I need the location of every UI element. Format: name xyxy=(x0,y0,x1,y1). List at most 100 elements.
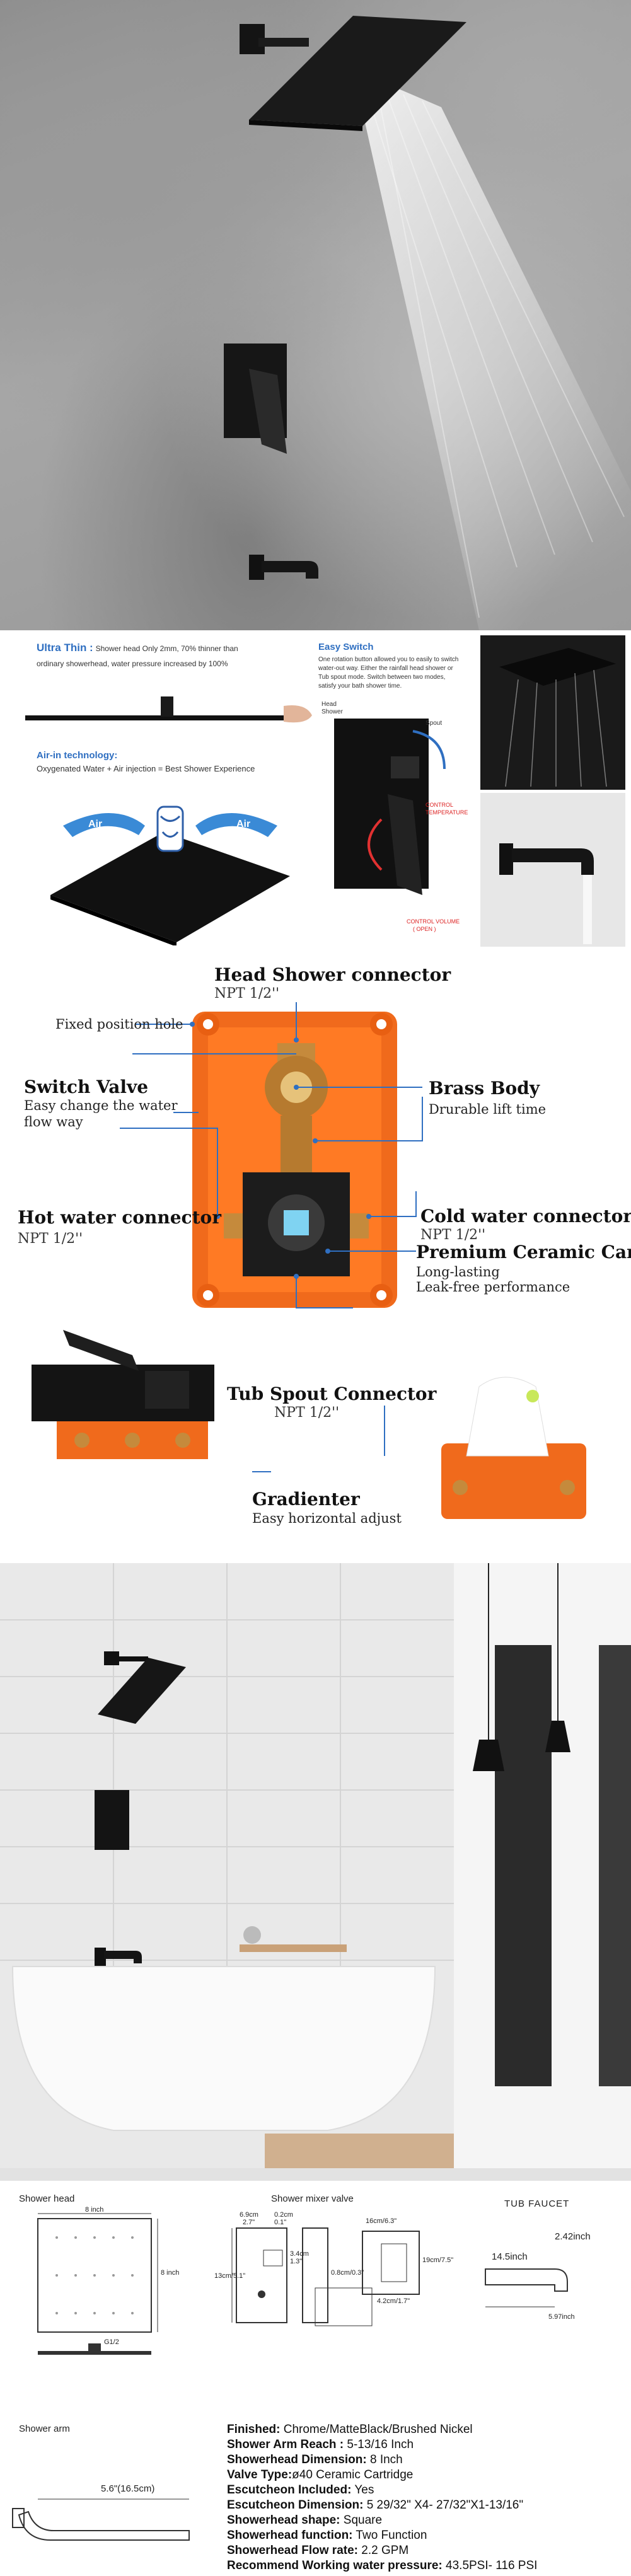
spec-row: Showerhead function: Two Function xyxy=(227,2528,427,2543)
spout-photo xyxy=(480,793,625,947)
spec-value: 5 29/32" X4- 27/32"X1-13/16" xyxy=(363,2498,524,2512)
shower-label: Shower xyxy=(321,708,344,715)
mv-13b: 1.3" xyxy=(290,2258,303,2265)
spec-row: Showerhead Flow rate: 2.2 GPM xyxy=(227,2543,408,2558)
ultra-thin-block: Ultra Thin : Shower head Only 2mm, 70% t… xyxy=(37,642,327,655)
tf-597: 5.97inch xyxy=(548,2313,575,2321)
mv-13: 13cm/5.1" xyxy=(214,2272,246,2280)
shower-arm-dim-title: Shower arm xyxy=(19,2423,70,2434)
control-volume-label-2: ( OPEN ) xyxy=(413,926,436,932)
shower-head-height: 8 inch xyxy=(161,2269,180,2277)
fixed-hole-label: Fixed position hole xyxy=(55,1017,183,1032)
spec-key: Finished: xyxy=(227,2423,281,2436)
tub-faucet-outline xyxy=(485,2268,568,2292)
valve-body-illustration xyxy=(32,1002,586,1519)
tf-242: 2.42inch xyxy=(555,2231,591,2242)
square-shower-head xyxy=(50,832,290,942)
switch-handle xyxy=(388,794,422,895)
leader-lines xyxy=(120,1002,423,1472)
shower-head-outline xyxy=(37,2218,152,2333)
bathtub xyxy=(11,1966,436,2131)
protective-cap xyxy=(466,1377,549,1457)
air-in-title: Air-in technology: xyxy=(37,750,118,761)
gradienter-desc: Easy horizontal adjust xyxy=(252,1511,402,1526)
mv-69: 6.9cm xyxy=(240,2211,258,2219)
mv-42: 4.2cm/1.7" xyxy=(377,2297,410,2305)
mv-02: 0.2cm xyxy=(274,2211,293,2219)
easy-switch-title: Easy Switch xyxy=(318,642,374,652)
switch-arrow-blue xyxy=(412,730,446,770)
air-arrow-left xyxy=(63,813,145,837)
mv-16: 16cm/6.3" xyxy=(366,2217,397,2225)
air-label-left: Air xyxy=(88,819,102,829)
switch-valve-desc-1: Easy change the water xyxy=(24,1098,178,1113)
hot-connector-label: Hot water connector xyxy=(18,1207,221,1228)
mv-08: 0.8cm/0.3" xyxy=(331,2269,364,2277)
spec-value: Two Function xyxy=(352,2529,427,2542)
spec-row: Showerhead Dimension: 8 Inch xyxy=(227,2452,403,2468)
tub-spout xyxy=(262,561,318,579)
wood-mat xyxy=(265,2134,454,2171)
tub-faucet-dim-title: TUB FAUCET xyxy=(504,2198,570,2209)
ceramic-desc-1: Long-lasting xyxy=(416,1264,500,1279)
bath-tray xyxy=(240,1944,347,1952)
spec-row: Finished: Chrome/MatteBlack/Brushed Nick… xyxy=(227,2422,473,2437)
arm-length: 5.6"(16.5cm) xyxy=(101,2483,155,2494)
spec-key: Escutcheon Included: xyxy=(227,2483,352,2497)
head-label: Head xyxy=(321,701,337,708)
bathroom-illustration xyxy=(0,1563,631,2181)
connector-diagram-section: Head Shower connector NPT 1/2'' Fixed po… xyxy=(0,952,631,1563)
spec-row: Escutcheon Dimension: 5 29/32" X4- 27/32… xyxy=(227,2498,523,2513)
hero-illustration xyxy=(224,16,631,630)
rain-shower-head xyxy=(499,648,616,686)
shower-head xyxy=(249,16,466,126)
spec-key: Showerhead Flow rate: xyxy=(227,2544,358,2557)
spec-value: 8 Inch xyxy=(366,2453,403,2466)
control-temperature-label-2: TEMPERATURE xyxy=(425,809,468,816)
shower-arm xyxy=(258,38,309,47)
easy-switch-line-1: One rotation button allowed you to easil… xyxy=(318,656,459,663)
spec-row: Escutcheon Included: Yes xyxy=(227,2483,374,2498)
bathroom-scene xyxy=(0,1563,631,2181)
hand-icon xyxy=(284,705,312,723)
mv-19: 19cm/7.5" xyxy=(422,2256,454,2264)
spout-label: Spout xyxy=(425,720,442,727)
spec-key: Escutcheon Dimension: xyxy=(227,2498,364,2512)
gradienter-box xyxy=(441,1443,586,1519)
spec-key: Showerhead Dimension: xyxy=(227,2453,367,2466)
gradienter-label: Gradienter xyxy=(252,1489,360,1510)
spec-value: Chrome/MatteBlack/Brushed Nickel xyxy=(280,2423,473,2436)
spec-key: Shower Arm Reach : xyxy=(227,2438,344,2451)
air-in-illustration: Air Air xyxy=(50,806,290,945)
spec-row: Showerhead shape: Square xyxy=(227,2513,382,2528)
easy-switch-text: One rotation button allowed you to easil… xyxy=(318,656,458,691)
water-spray xyxy=(353,69,631,630)
porcelain-nozzle xyxy=(156,806,184,852)
temperature-arrow-red xyxy=(368,818,383,871)
control-temperature-label-1: CONTROL xyxy=(425,802,453,808)
switch-valve-label: Switch Valve xyxy=(24,1077,149,1097)
ultra-thin-title: Ultra Thin : xyxy=(37,642,93,654)
spec-value: Square xyxy=(340,2514,383,2527)
hero-product-photo xyxy=(0,0,631,630)
spec-row: Valve Type:ø40 Ceramic Cartridge xyxy=(227,2468,413,2483)
spec-value: 43.5PSI- 116 PSI xyxy=(442,2559,538,2572)
mv-27: 2.7" xyxy=(243,2219,255,2226)
valve-handle xyxy=(249,369,287,454)
shower-head-dim-title: Shower head xyxy=(19,2193,75,2204)
air-in-text: Oxygenated Water + Air injection = Best … xyxy=(37,764,255,773)
valve-plate-outline xyxy=(236,2227,287,2323)
mv-01: 0.1" xyxy=(274,2219,287,2226)
ceramic-cartridge-label: Premium Ceramic Cartridge xyxy=(416,1242,631,1262)
spec-row: Shower Arm Reach : 5-13/16 Inch xyxy=(227,2437,414,2452)
bathroom-spout xyxy=(104,1951,142,1963)
switch-valve-desc-2: flow way xyxy=(24,1114,83,1129)
spec-value: ø40 Ceramic Cartridge xyxy=(292,2468,414,2481)
head-connector-spec: NPT 1/2'' xyxy=(214,986,280,1002)
easy-switch-illustration: Head Shower Spout CONTROL TEMPERATURE CO… xyxy=(321,701,468,932)
spec-key: Showerhead function: xyxy=(227,2529,353,2542)
easy-switch-line-3: Tub spout mode. Switch between two modes… xyxy=(318,674,446,681)
easy-switch-line-4: satisfy your bath shower time. xyxy=(318,683,402,690)
hot-connector-spec: NPT 1/2'' xyxy=(18,1231,83,1247)
ceramic-desc-2: Leak-free performance xyxy=(416,1279,570,1295)
